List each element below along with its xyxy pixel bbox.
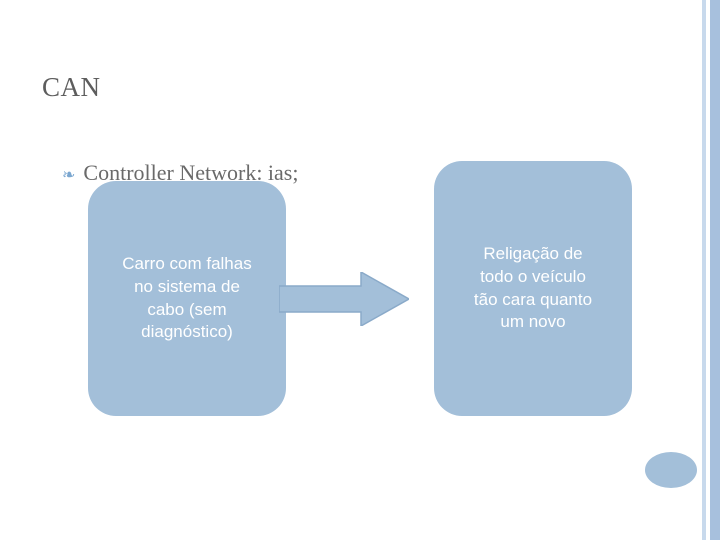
rounded-box-left-text: Carro com falhas no sistema de cabo (sem… xyxy=(122,253,252,342)
rounded-box-right-text: Religação de todo o veículo tão cara qua… xyxy=(473,243,593,332)
page-title: CAN xyxy=(42,72,101,102)
rounded-box-right: Religação de todo o veículo tão cara qua… xyxy=(434,161,632,416)
bullet-line: ❧ Controller Network: ias; xyxy=(62,160,662,186)
right-arrow-icon xyxy=(279,272,409,326)
bullet-text: Controller Network: ias; xyxy=(83,160,299,185)
right-edge-bar-inner xyxy=(702,0,706,540)
rounded-box-left: Carro com falhas no sistema de cabo (sem… xyxy=(88,181,286,416)
corner-ellipse-decoration xyxy=(645,452,697,488)
bullet-marker-icon: ❧ xyxy=(62,166,76,184)
right-edge-bar xyxy=(710,0,720,540)
